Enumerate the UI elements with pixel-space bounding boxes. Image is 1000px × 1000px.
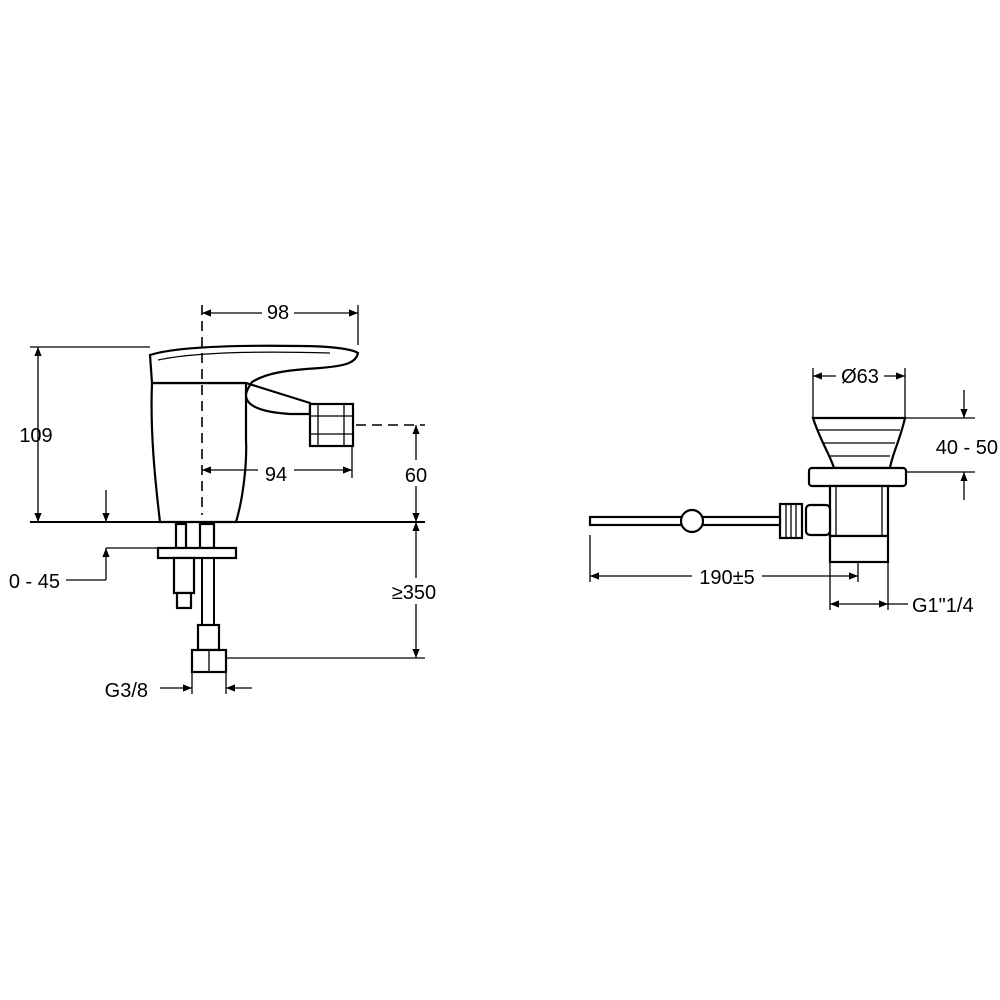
dim-hose-label: ≥350 bbox=[392, 582, 436, 604]
waste-body bbox=[828, 484, 890, 538]
dim-60-mask bbox=[396, 460, 436, 486]
dim-reach-label: 94 bbox=[265, 464, 287, 486]
waste-nut bbox=[807, 466, 908, 488]
side-boss bbox=[804, 503, 832, 537]
rod-ball bbox=[679, 508, 705, 534]
dim-diameter-label: Ø63 bbox=[841, 366, 879, 388]
mounting-stud bbox=[174, 522, 188, 550]
bidet-mixer: 98 109 94 60 0 - 45 ≥350 G3/8 bbox=[9, 298, 444, 702]
dim-rod-label: 190±5 bbox=[699, 567, 754, 589]
dim-width-label: 98 bbox=[267, 302, 289, 324]
fixing-nut bbox=[172, 556, 196, 595]
supply-pipe-top bbox=[198, 522, 216, 550]
hose-ferrule bbox=[196, 623, 221, 652]
dim-rod-mask bbox=[692, 563, 762, 589]
dim-spout-height-label: 60 bbox=[405, 465, 427, 487]
dim-waste-thread-label: G1"1/4 bbox=[912, 595, 974, 617]
mixer-body bbox=[150, 381, 248, 524]
waste-tail bbox=[828, 534, 890, 564]
pop-up-waste: Ø63 40 - 50 190±5 G1"1/4 bbox=[588, 364, 998, 617]
dim-flange-label: 40 - 50 bbox=[936, 437, 998, 459]
lever-contour bbox=[157, 351, 331, 361]
dim-height-label: 109 bbox=[19, 425, 52, 447]
dim-d63-mask bbox=[836, 364, 884, 388]
dim-98-mask bbox=[262, 298, 294, 324]
stud-end bbox=[175, 591, 193, 610]
dim-thread-label: G3/8 bbox=[105, 680, 148, 702]
dim-deck-label: 0 - 45 bbox=[9, 571, 60, 593]
dim-350-mask bbox=[388, 578, 444, 604]
spout-nozzle bbox=[308, 402, 355, 448]
dim-94-mask bbox=[258, 458, 294, 484]
fixing-plate bbox=[156, 546, 238, 560]
